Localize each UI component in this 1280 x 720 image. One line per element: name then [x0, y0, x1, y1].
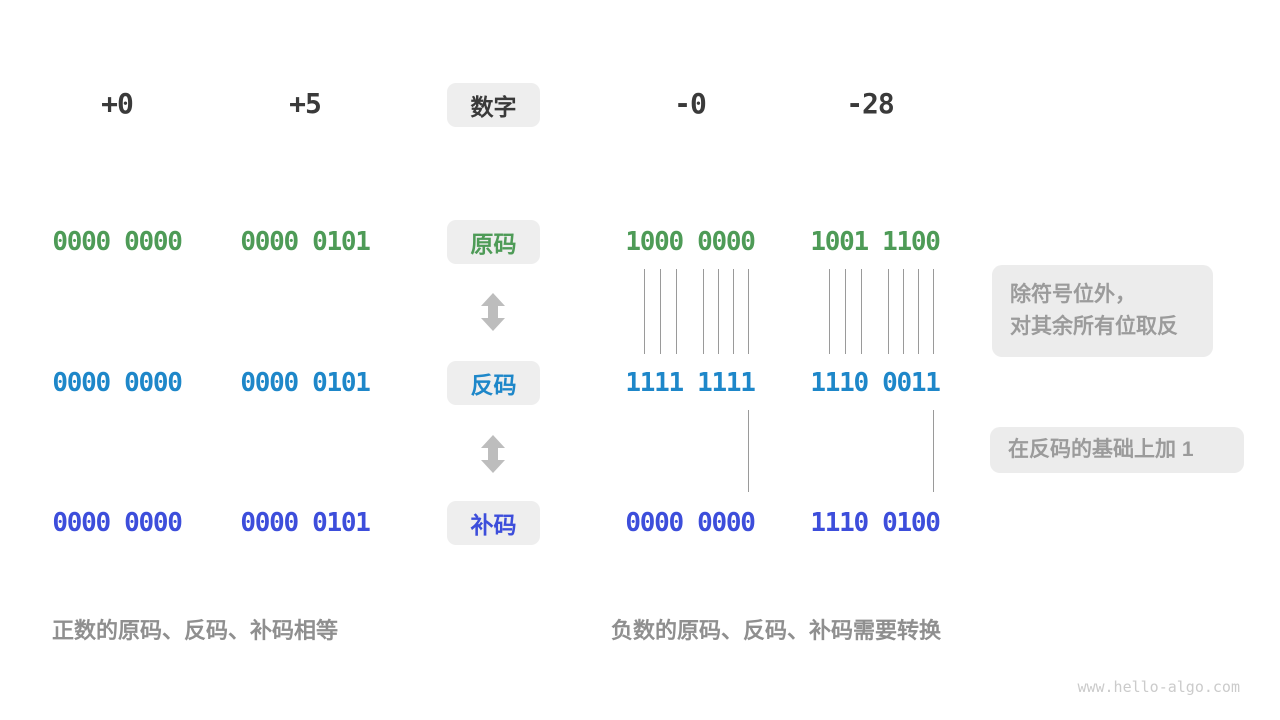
binary-value: 1110 0011: [810, 368, 940, 398]
binary-value: 1000 0000: [625, 227, 755, 257]
binary-value: 0000 0101: [240, 508, 370, 538]
up-down-arrow-icon: [480, 293, 506, 331]
bit-mapping-line: [918, 269, 919, 354]
site-watermark: www.hello-algo.com: [1077, 678, 1240, 696]
binary-value: 1110 0100: [810, 508, 940, 538]
row-label-sign-magnitude: 原码: [447, 220, 540, 264]
binary-value: 1001 1100: [810, 227, 940, 257]
binary-value: 0000 0000: [52, 508, 182, 538]
caption-negative-numbers: 负数的原码、反码、补码需要转换: [611, 618, 942, 643]
caption-positive-numbers: 正数的原码、反码、补码相等: [52, 618, 339, 643]
bit-mapping-line: [718, 269, 719, 354]
bit-mapping-line: [829, 269, 830, 354]
binary-value: 0000 0000: [52, 227, 182, 257]
column-header-plus-5: +5: [289, 87, 322, 120]
binary-value: 0000 0000: [625, 508, 755, 538]
bit-mapping-line: [888, 269, 889, 354]
row-label-ones-complement: 反码: [447, 361, 540, 405]
bit-mapping-line: [748, 269, 749, 354]
row-label-twos-complement: 补码: [447, 501, 540, 545]
carry-line: [933, 410, 934, 492]
row-label-number: 数字: [447, 83, 540, 127]
column-header-minus-0: -0: [674, 87, 707, 120]
column-header-minus-28: -28: [846, 87, 895, 120]
add-one-note: 在反码的基础上加 1: [990, 427, 1244, 473]
carry-line: [748, 410, 749, 492]
invert-bits-note-line1: 除符号位外，: [1010, 283, 1136, 306]
bit-mapping-line: [703, 269, 704, 354]
binary-value: 0000 0101: [240, 368, 370, 398]
binary-value: 0000 0101: [240, 227, 370, 257]
column-header-plus-0: +0: [101, 87, 134, 120]
add-one-note-text: 在反码的基础上加 1: [1008, 438, 1194, 461]
binary-value: 1111 1111: [625, 368, 755, 398]
binary-value: 0000 0000: [52, 368, 182, 398]
bit-mapping-line: [733, 269, 734, 354]
bit-mapping-line: [933, 269, 934, 354]
up-down-arrow-icon: [480, 435, 506, 473]
bit-mapping-line: [660, 269, 661, 354]
bit-mapping-line: [903, 269, 904, 354]
invert-bits-note: 除符号位外， 对其余所有位取反: [992, 265, 1213, 357]
bit-mapping-line: [644, 269, 645, 354]
bit-mapping-line: [676, 269, 677, 354]
bit-mapping-line: [845, 269, 846, 354]
bit-mapping-line: [861, 269, 862, 354]
invert-bits-note-line2: 对其余所有位取反: [1010, 315, 1178, 338]
